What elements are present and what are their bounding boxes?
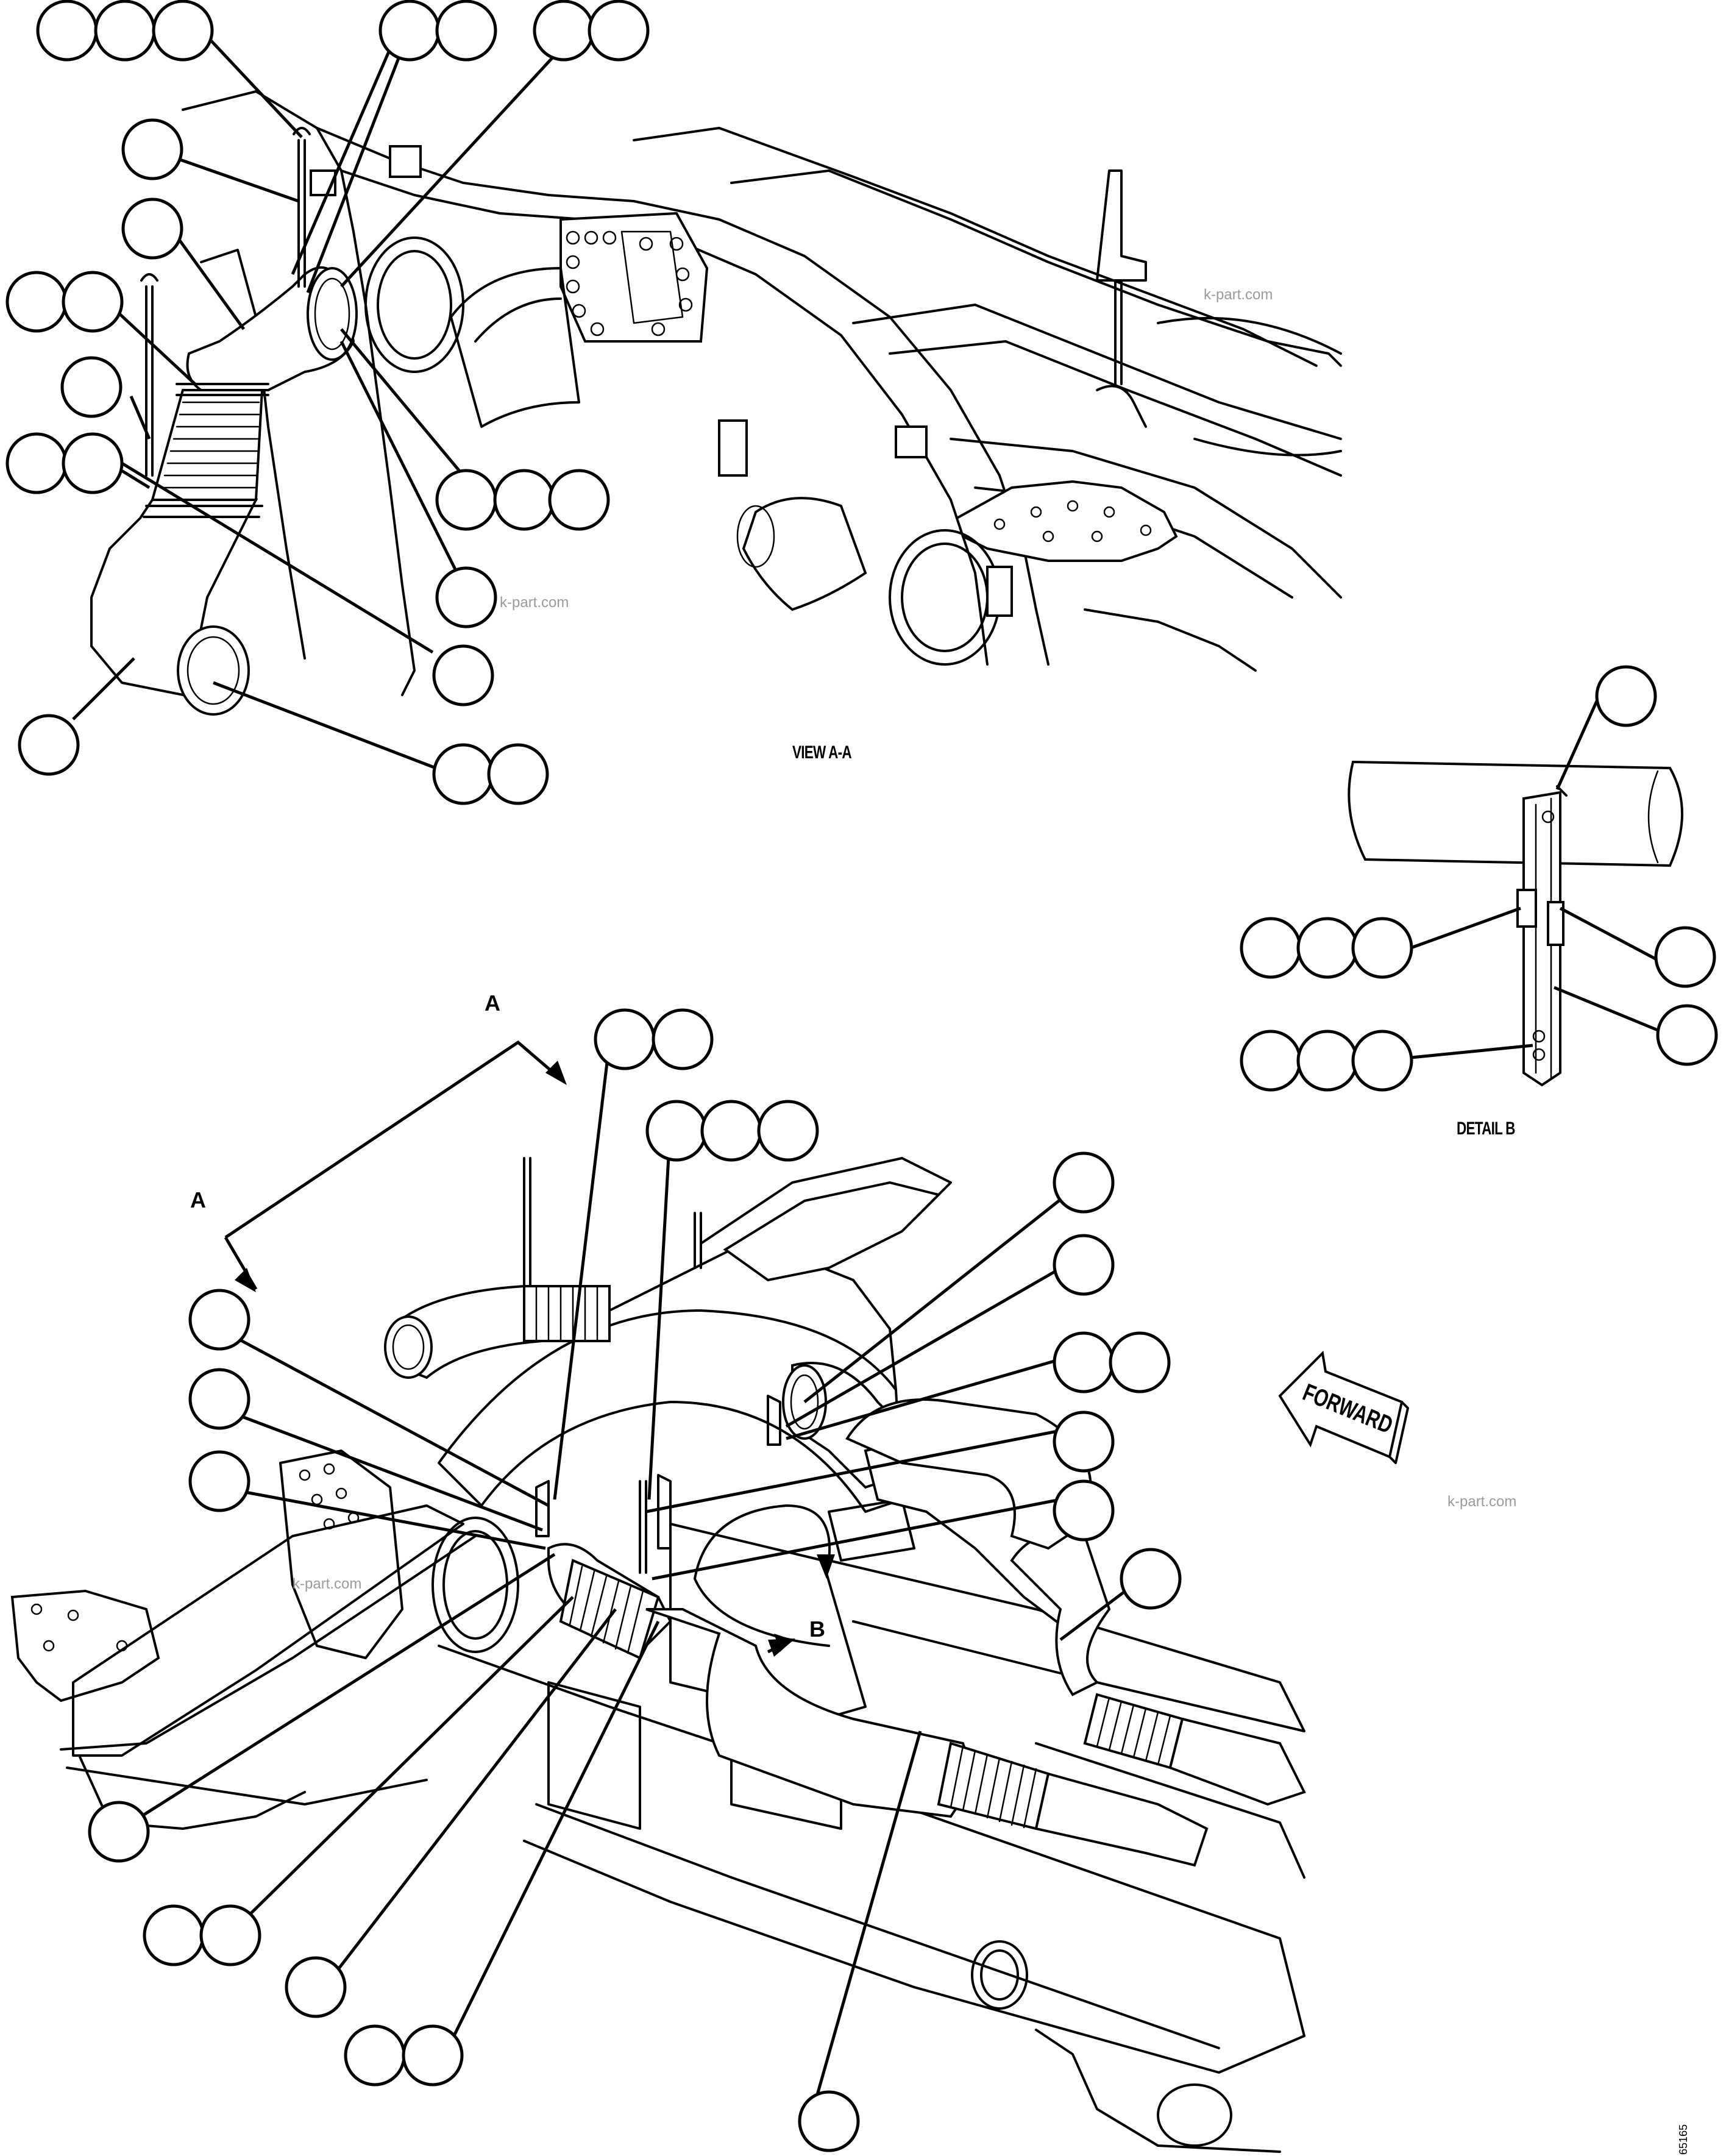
watermark-2: k-part.com — [1204, 286, 1273, 303]
section-letter-a-lower: A — [190, 1187, 206, 1212]
detail-b-callouts — [1240, 665, 1718, 1092]
detail-b-label: DETAIL B — [1457, 1119, 1515, 1139]
watermark-4: k-part.com — [1447, 1493, 1517, 1510]
forward-arrow — [1278, 1350, 1409, 1464]
bellows-main-center — [937, 1742, 1050, 1830]
detail-letter-b: B — [809, 1617, 825, 1642]
watermark-3: k-part.com — [293, 1576, 362, 1592]
main-view-callouts — [88, 1008, 1182, 2152]
view-aa-illustration — [90, 90, 1342, 716]
watermark-1: k-part.com — [500, 594, 569, 611]
section-letter-a-upper: A — [485, 991, 500, 1016]
detail-b-illustration — [1348, 760, 1683, 1087]
bellows-top — [523, 1285, 611, 1342]
view-aa-label: VIEW A-A — [792, 742, 852, 763]
bellows-upper — [151, 389, 264, 501]
bellows-main-left — [559, 1559, 660, 1660]
drawing-number: 65165 — [1677, 2124, 1689, 2155]
bellows-main-right — [1083, 1693, 1184, 1770]
view-aa-callouts — [5, 0, 650, 805]
main-view-illustration — [10, 1040, 1306, 2153]
